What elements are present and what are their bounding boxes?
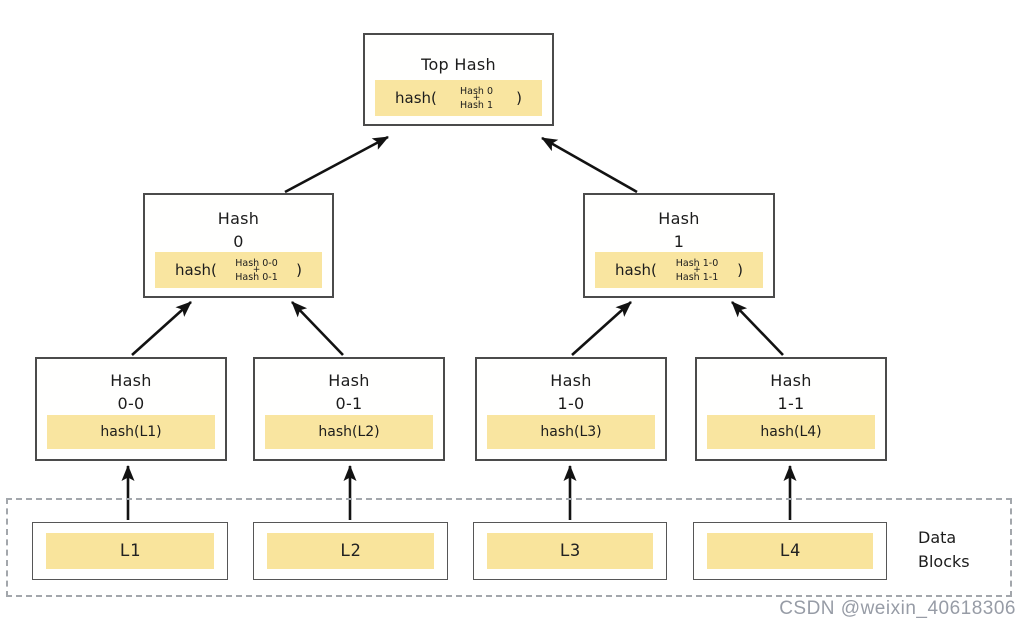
node-title: Hash 0-1: [328, 371, 370, 413]
node-hash-0-0: Hash 0-0 hash(L1): [35, 357, 227, 461]
hash-args: Hash 0 + Hash 1: [460, 85, 493, 111]
hash-args: Hash 0-0 + Hash 0-1: [235, 257, 278, 283]
node-title: Hash 0: [217, 209, 260, 251]
hash-arg-bottom: Hash 1-1: [675, 271, 719, 283]
hash-fn-text: hash(: [615, 261, 657, 279]
watermark: CSDN @weixin_40618306: [779, 598, 1016, 619]
data-block-highlight: [46, 533, 214, 569]
data-block-highlight: [487, 533, 653, 569]
data-block-l2: L2: [253, 522, 448, 580]
hash-expression-band: hash(L3): [487, 415, 655, 449]
data-blocks-label: Data Blocks: [918, 528, 970, 571]
node-hash-1-0: Hash 1-0 hash(L3): [475, 357, 667, 461]
node-title: Hash 1-0: [550, 371, 592, 413]
data-blocks-region: [6, 498, 1012, 597]
plus-sign: +: [472, 92, 481, 103]
data-block-l3: L3: [473, 522, 667, 580]
hash-arg-top: Hash 1-0: [675, 257, 719, 269]
node-title: Hash 0-0: [110, 371, 152, 413]
close-paren-text: ): [737, 261, 743, 279]
data-block-highlight: [267, 533, 434, 569]
close-paren-text: ): [516, 89, 522, 107]
hash-args: Hash 1-0 + Hash 1-1: [675, 257, 719, 283]
data-block-label: L4: [779, 541, 801, 561]
hash-expression-band: hash( Hash 1-0 + Hash 1-1 ): [595, 252, 763, 288]
node-title: Top Hash: [421, 55, 496, 74]
hash-arg-bottom: Hash 1: [460, 99, 493, 111]
data-block-l4: L4: [693, 522, 887, 580]
close-paren-text: ): [296, 261, 302, 279]
data-block-label: L3: [559, 541, 581, 561]
hash-arg-bottom: Hash 0-1: [235, 271, 278, 283]
node-hash-1-1: Hash 1-1 hash(L4): [695, 357, 887, 461]
plus-sign: +: [693, 264, 701, 275]
leaf-hash-expr: hash(L3): [540, 424, 602, 440]
plus-sign: +: [252, 264, 261, 275]
hash-expression-band: hash(L1): [47, 415, 215, 449]
leaf-hash-expr: hash(L1): [100, 424, 162, 440]
node-title: Hash 1: [658, 209, 700, 251]
hash-expression-band: hash( Hash 0-0 + Hash 0-1 ): [155, 252, 322, 288]
data-block-highlight: [707, 533, 873, 569]
node-hash-0: Hash 0 hash( Hash 0-0 + Hash 0-1 ): [143, 193, 334, 298]
data-block-label: L1: [119, 541, 141, 561]
data-block-label: L2: [340, 541, 361, 561]
data-block-l1: L1: [32, 522, 228, 580]
hash-expression-band: hash( Hash 0 + Hash 1 ): [375, 80, 542, 116]
hash-expression-band: hash(L2): [265, 415, 433, 449]
node-title: Hash 1-1: [770, 371, 812, 413]
hash-fn-text: hash(: [395, 89, 437, 107]
hash-expression-band: hash(L4): [707, 415, 875, 449]
node-hash-1: Hash 1 hash( Hash 1-0 + Hash 1-1 ): [583, 193, 775, 298]
leaf-hash-expr: hash(L2): [318, 424, 380, 440]
hash-arg-top: Hash 0: [460, 85, 493, 97]
node-top-hash: Top Hash hash( Hash 0 + Hash 1 ): [363, 33, 554, 126]
hash-arg-top: Hash 0-0: [235, 257, 278, 269]
leaf-hash-expr: hash(L4): [760, 424, 822, 440]
node-hash-0-1: Hash 0-1 hash(L2): [253, 357, 445, 461]
hash-fn-text: hash(: [175, 261, 217, 279]
